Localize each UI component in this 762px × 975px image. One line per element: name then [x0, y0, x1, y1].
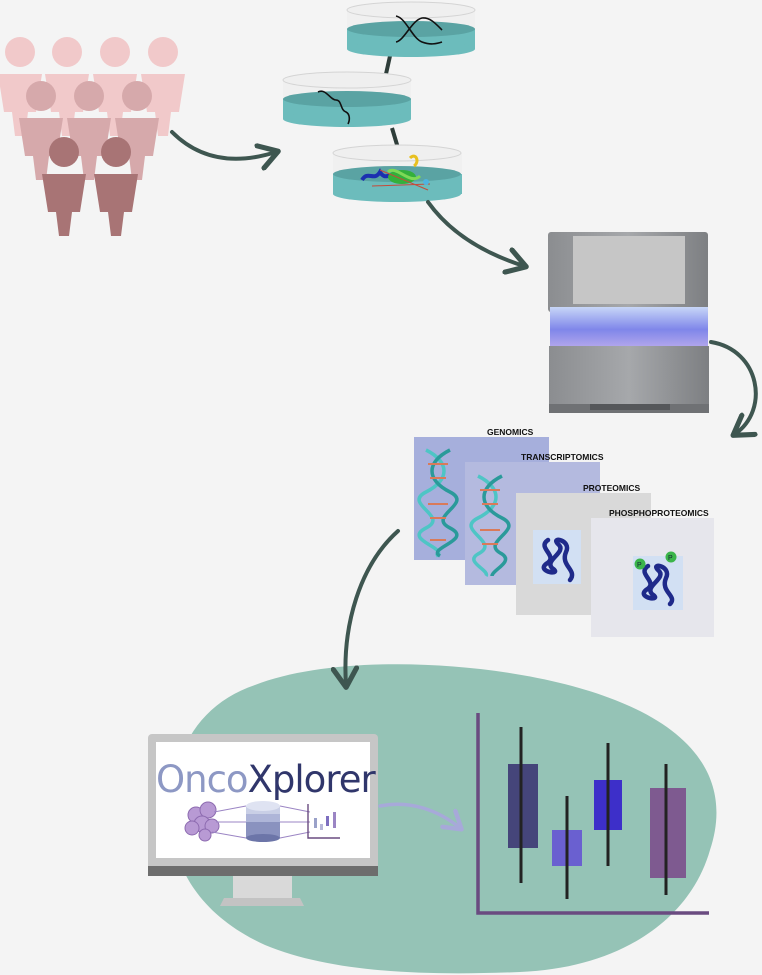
phosphoproteomics-panel: PHOSPHOPROTEOMICS P P — [591, 508, 714, 637]
phosphate-icon — [634, 558, 646, 570]
dna-icon — [417, 448, 459, 558]
analysis-chart — [476, 713, 709, 915]
petri-dish-icon — [332, 144, 462, 202]
petri-dish-icon — [282, 71, 412, 127]
database-icon — [246, 801, 280, 842]
mini-chart-icon — [307, 804, 340, 839]
arrow-to-omics — [709, 340, 758, 434]
chart-axis — [476, 713, 709, 915]
svg-text:P: P — [668, 555, 673, 562]
genomics-label: GENOMICS — [487, 427, 534, 437]
logo-part-onco: Onco — [156, 758, 249, 801]
phosphoproteomics-label: PHOSPHOPROTEOMICS — [609, 508, 709, 518]
omics-stack: GENOMICS TRANSCRIPTOMICS PROTEOMICS — [414, 427, 714, 637]
protein-icon — [641, 563, 675, 607]
arrow-to-platform — [345, 529, 400, 685]
phosphate-icon — [665, 551, 677, 563]
svg-text:P: P — [637, 562, 642, 569]
logo-part-xplorer: Xplorer — [247, 758, 376, 801]
petri-dish-icon — [346, 1, 476, 57]
chart-box — [650, 788, 686, 878]
arrow-to-samples — [170, 130, 276, 159]
sequencer-icon — [548, 232, 709, 413]
protein-icon — [541, 537, 575, 583]
connector-lines — [211, 805, 311, 839]
app-logo: OncoXplorer — [156, 758, 376, 801]
protein-structure-icon — [360, 154, 431, 191]
monitor-icon — [148, 734, 378, 906]
patient-cohort — [0, 37, 185, 236]
proteomics-label: PROTEOMICS — [583, 483, 640, 493]
dna-icon — [469, 474, 511, 577]
arrow-to-analysis — [378, 802, 460, 828]
transcriptomics-label: TRANSCRIPTOMICS — [521, 452, 604, 462]
arrow-to-sequencer — [426, 200, 524, 266]
chart-box — [508, 764, 538, 848]
cell-cluster-icon — [184, 801, 220, 842]
dna-icon — [395, 15, 443, 45]
rna-icon — [317, 90, 351, 125]
